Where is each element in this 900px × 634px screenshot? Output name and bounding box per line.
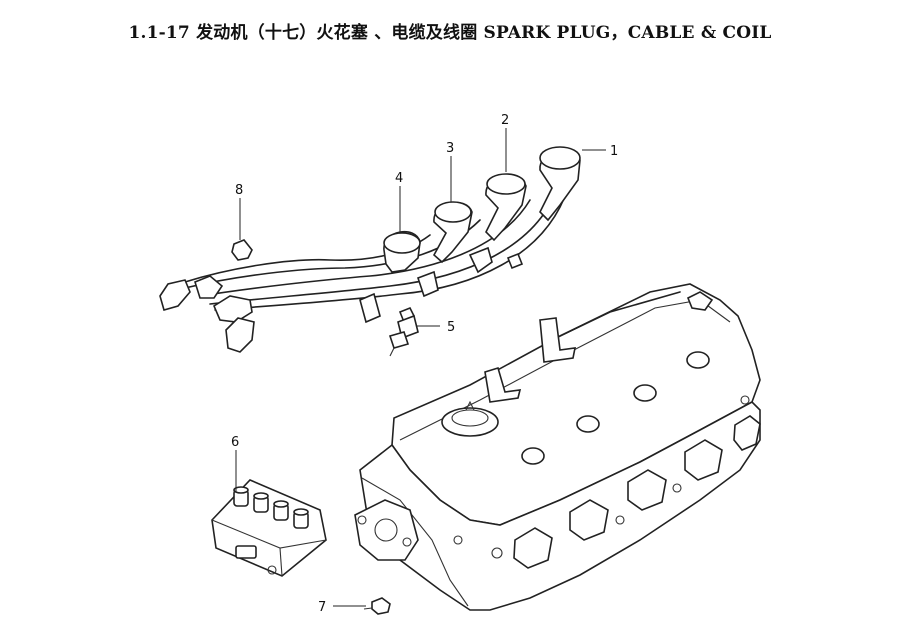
callout-1: 1 [610, 144, 618, 159]
spark-plug [388, 306, 419, 357]
callout-5: 5 [447, 320, 455, 335]
ignition-cable-set [159, 146, 581, 353]
callout-6: 6 [231, 435, 239, 450]
ignition-coil [211, 479, 327, 577]
coil-bolt [363, 597, 391, 615]
cylinder-head-assembly [354, 283, 761, 611]
callout-7: 7 [318, 600, 326, 615]
callout-4: 4 [395, 171, 403, 186]
page-title: 1.1-17 发动机（十七）火花塞 、电缆及线圈 SPARK PLUG，CABL… [128, 23, 772, 43]
callout-8: 8 [235, 183, 243, 198]
callout-3: 3 [446, 141, 454, 156]
callout-2: 2 [501, 113, 509, 128]
wire-clip [231, 239, 253, 261]
